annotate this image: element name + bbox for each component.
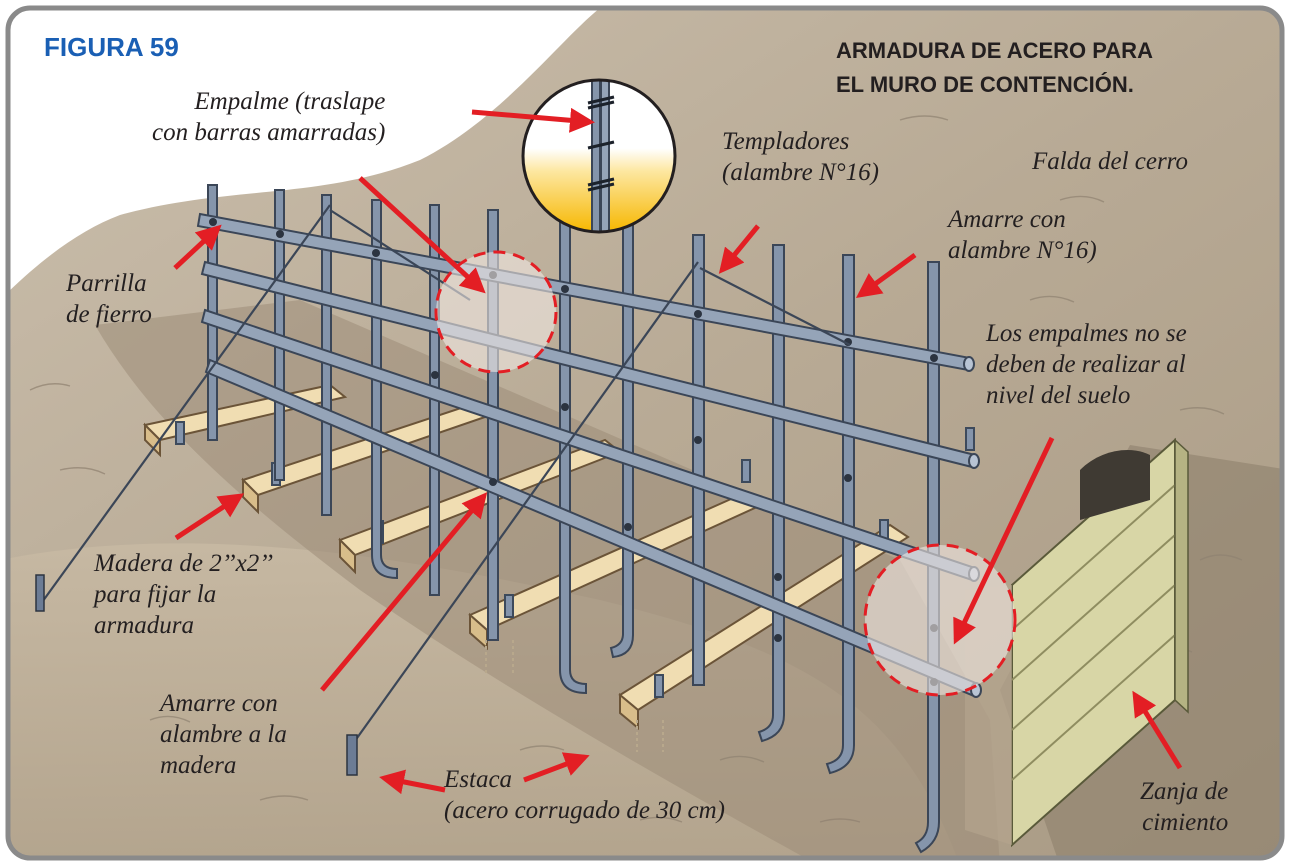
arrow-amarre-madera — [320, 492, 488, 692]
arrow-empalme-grid — [358, 176, 486, 294]
label-parrilla: Parrilla de fierro — [66, 270, 152, 328]
arrow-amarre-alambre — [855, 252, 917, 298]
arrow-estaca-right — [523, 752, 590, 783]
label-templadores: Templadores (alambre N°16) — [722, 128, 879, 186]
arrow-parrilla — [173, 224, 222, 270]
label-amarre-alambre: Amarre con alambre N°16) — [948, 206, 1097, 264]
arrow-templadores — [718, 224, 760, 274]
figure-frame — [5, 5, 1285, 861]
label-madera: Madera de 2’’x2’’ para fijar la armadura — [94, 550, 274, 639]
callout-arrows — [173, 107, 1183, 795]
label-estaca: Estaca (acero corrugado de 30 cm) — [444, 766, 725, 824]
label-falda-del-cerro: Falda del cerro — [1032, 148, 1188, 175]
label-amarre-madera: Amarre con alambre a la madera — [160, 690, 287, 779]
arrow-empalme-inset — [471, 107, 595, 133]
arrow-zanja — [1132, 690, 1183, 770]
figure-label: FIGURA 59 — [44, 32, 179, 62]
label-empalme: Empalme (traslape con barras amarradas) — [152, 88, 386, 146]
arrow-madera — [174, 493, 245, 541]
arrow-empalmes-nivel — [953, 436, 1055, 645]
label-zanja: Zanja de cimiento — [1140, 778, 1229, 836]
horizontal-rebars — [196, 212, 980, 698]
arrow-estaca-left — [379, 769, 446, 795]
label-empalmes-nivel: Los empalmes no se deben de realizar al … — [986, 320, 1187, 409]
figure-title: ARMADURA DE ACERO PARA EL MURO DE CONTEN… — [836, 38, 1153, 97]
